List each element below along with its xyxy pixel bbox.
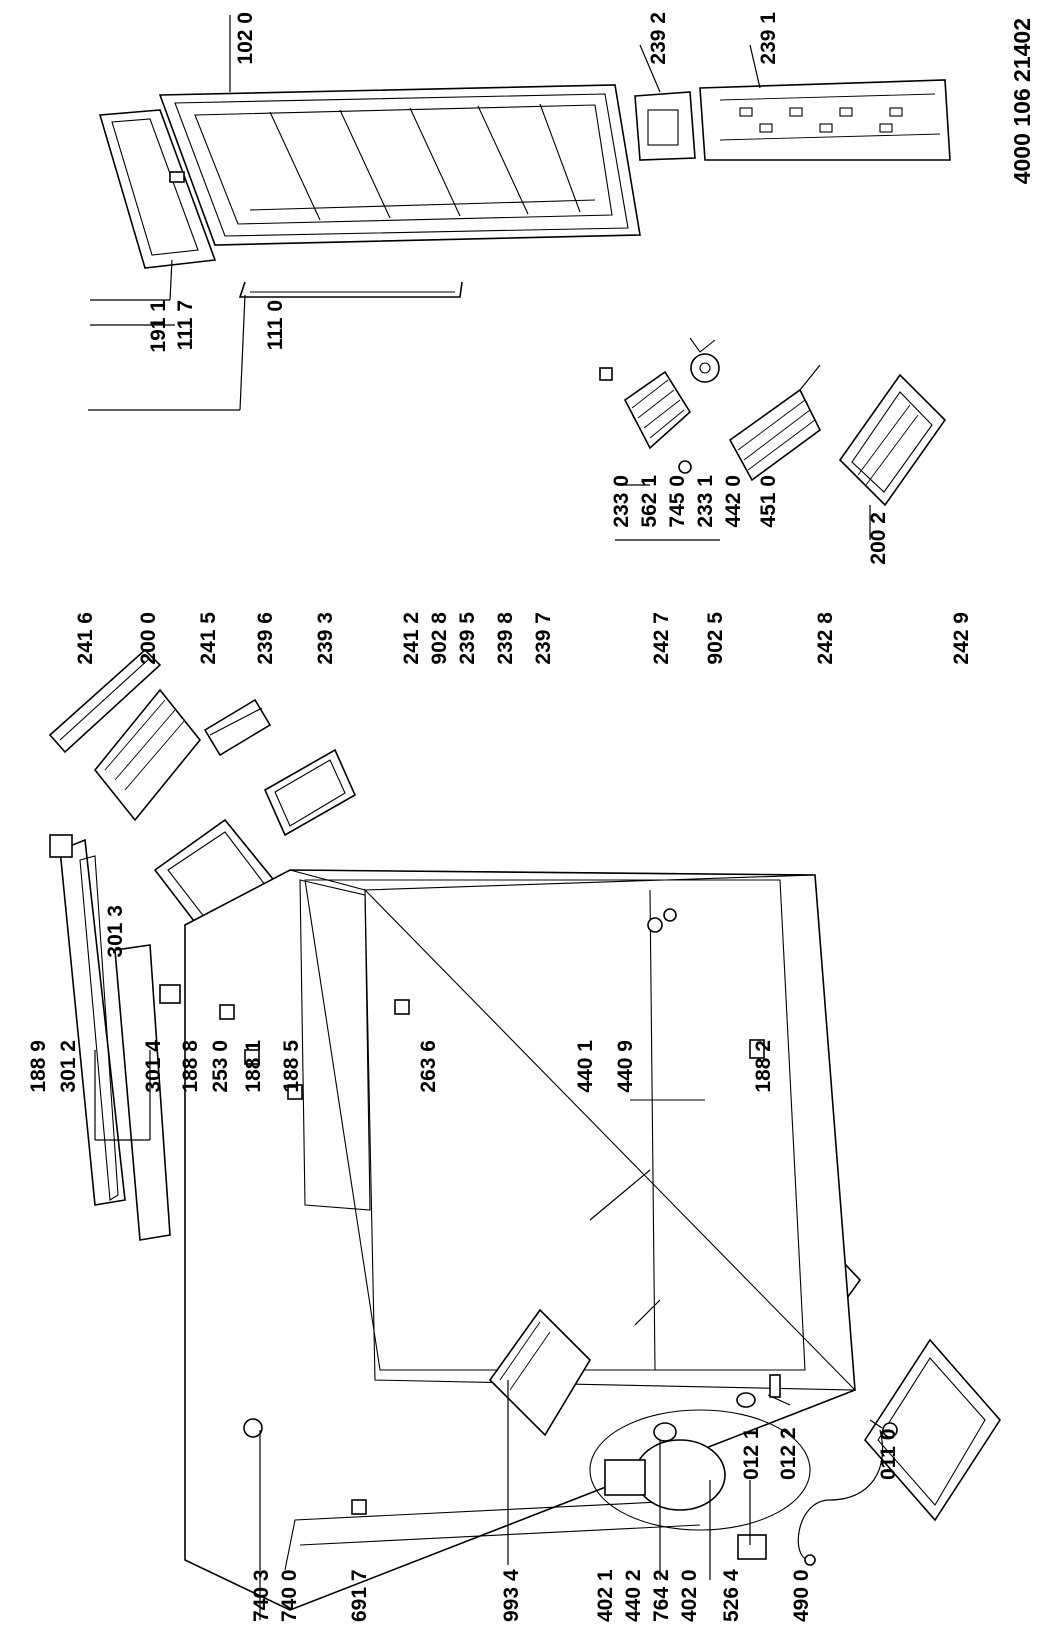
- part-label: 440 2: [622, 1569, 645, 1622]
- part-label: 239 2: [647, 12, 670, 65]
- part-label: 263 6: [417, 1040, 440, 1093]
- part-label: 253 0: [209, 1040, 232, 1093]
- part-label: 691 7: [348, 1569, 371, 1622]
- part-label: 188 8: [179, 1040, 202, 1093]
- door-handle: [238, 281, 463, 298]
- part-label: 902 8: [428, 612, 451, 665]
- part-label: 239 8: [494, 612, 517, 665]
- part-label: 188 1: [242, 1040, 265, 1093]
- document-number: 4000 106 21402: [1009, 18, 1035, 184]
- control-panel: [49, 834, 181, 1241]
- part-label: 241 2: [400, 612, 423, 665]
- part-label: 200 2: [867, 512, 890, 565]
- part-label: 239 1: [757, 12, 780, 65]
- part-label: 740 0: [278, 1569, 301, 1622]
- part-label: 241 5: [197, 612, 220, 665]
- part-label: 102 0: [234, 12, 257, 65]
- part-label: 239 7: [532, 612, 555, 665]
- part-label: 188 5: [280, 1040, 303, 1093]
- part-label: 740 3: [250, 1569, 273, 1622]
- part-label: 242 8: [814, 612, 837, 665]
- part-label: 562 1: [638, 475, 661, 528]
- part-label: 402 0: [678, 1569, 701, 1622]
- freezer-door: [98, 84, 641, 269]
- evaporator-fan-group: [599, 337, 947, 507]
- part-label: 402 1: [594, 1569, 617, 1622]
- part-label: 490 0: [790, 1569, 813, 1622]
- part-label: 111 7: [174, 300, 197, 350]
- part-label: 191 1: [147, 300, 170, 353]
- part-label: 242 9: [950, 612, 973, 665]
- part-label: 188 9: [27, 1040, 50, 1093]
- part-label: 993 4: [500, 1569, 523, 1622]
- part-label: 442 0: [722, 475, 745, 528]
- part-label: 111 0: [264, 300, 287, 350]
- part-label: 902 5: [704, 612, 727, 665]
- part-label: 012 1: [740, 1427, 763, 1480]
- small-hardware: [219, 908, 898, 1566]
- part-label: 301 2: [57, 1040, 80, 1093]
- part-label: 239 6: [254, 612, 277, 665]
- back-panel: [634, 79, 951, 161]
- part-label: 301 3: [104, 905, 127, 958]
- part-label: 242 7: [650, 612, 673, 665]
- leader-lines: [88, 15, 883, 1620]
- part-label: 188 2: [752, 1040, 775, 1093]
- part-label: 301 4: [142, 1040, 165, 1093]
- part-label: 200 0: [137, 612, 160, 665]
- part-label: 012 2: [777, 1427, 800, 1480]
- part-label-group: 102 0 239 2 239 1 191 1 111 7 111 0 233 …: [27, 12, 973, 1622]
- part-label: 526 4: [720, 1569, 743, 1622]
- part-label: 440 1: [574, 1040, 597, 1093]
- part-label: 451 0: [757, 475, 780, 528]
- part-label: 011 0: [877, 1429, 900, 1480]
- part-label: 239 5: [456, 612, 479, 665]
- part-label: 233 1: [694, 475, 717, 528]
- cabinet: [184, 869, 857, 1611]
- part-label: 239 3: [314, 612, 337, 665]
- part-label: 764 2: [650, 1569, 673, 1622]
- part-label: 241 6: [74, 612, 97, 665]
- part-label: 745 0: [666, 475, 689, 528]
- part-label: 233 0: [610, 475, 633, 528]
- part-label: 440 9: [614, 1040, 637, 1093]
